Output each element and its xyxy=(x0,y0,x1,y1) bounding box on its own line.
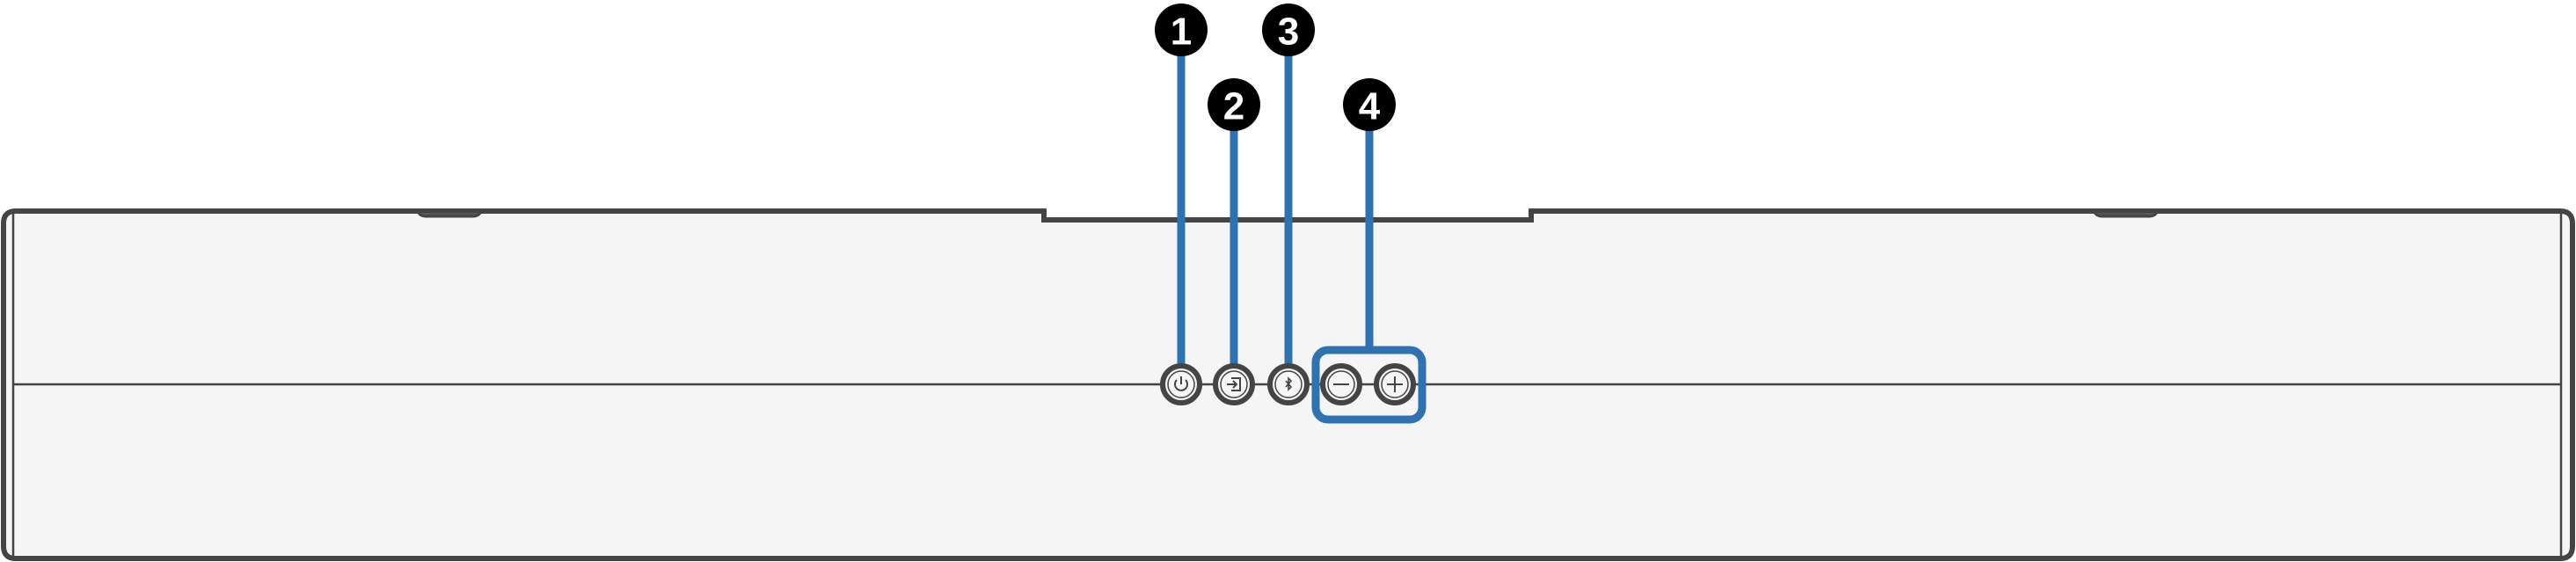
right-tab xyxy=(2093,212,2158,218)
callout-badge-3: 3 xyxy=(1262,4,1315,56)
callout-number: 3 xyxy=(1278,11,1299,54)
callout-badge-1: 1 xyxy=(1155,4,1208,56)
callout-badge-4: 4 xyxy=(1343,78,1396,131)
callout-lines xyxy=(1177,53,1427,424)
callout-number: 1 xyxy=(1171,11,1192,54)
bluetooth-button[interactable] xyxy=(1267,363,1310,405)
power-icon xyxy=(1174,376,1188,391)
bluetooth-icon xyxy=(1285,376,1293,391)
input-button[interactable] xyxy=(1213,363,1255,405)
input-icon xyxy=(1227,377,1241,391)
callout-number: 4 xyxy=(1359,85,1381,128)
left-tab xyxy=(417,212,482,218)
volume-group-highlight xyxy=(1311,346,1427,424)
plus-icon xyxy=(1387,376,1403,392)
callout-badge-2: 2 xyxy=(1208,78,1260,131)
volume-down-button[interactable] xyxy=(1320,363,1362,405)
power-button[interactable] xyxy=(1160,363,1202,405)
volume-up-button[interactable] xyxy=(1374,363,1416,405)
button-row xyxy=(1160,363,1416,405)
callout-number: 2 xyxy=(1223,85,1244,128)
